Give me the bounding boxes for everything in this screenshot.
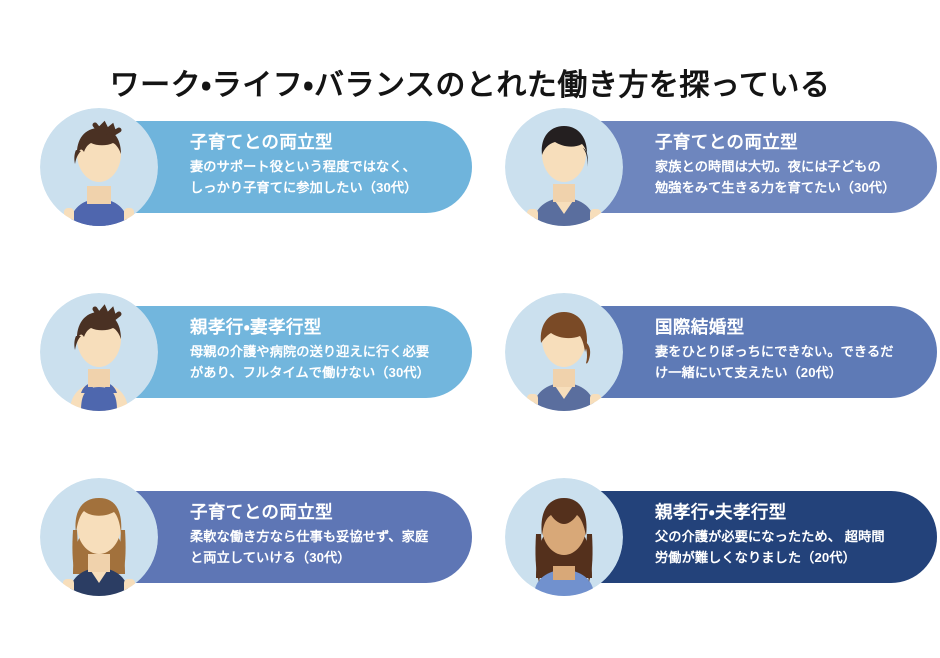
card-row: 子育てとの両立型 柔軟な働き方なら仕事も妥協せず、家庭 と両立していける（30代… (0, 473, 940, 658)
card-row: 親孝行・妻孝行型 母親の介護や病院の送り迎えに行く必要 があり、フルタイムで働け… (0, 288, 940, 473)
persona-title-5: 子育てとの両立型 (190, 502, 334, 522)
persona-card-5[interactable]: 子育てとの両立型 柔軟な働き方なら仕事も妥協せず、家庭 と両立していける（30代… (32, 473, 472, 596)
infographic-page: { "page": { "title": "ワーク・ライフ・バランスのとれた働き… (40, 69, 937, 596)
avatar-female-long-dark-hair (505, 478, 623, 596)
persona-body-line: があり、フルタイムで働けない（30代） (190, 365, 430, 381)
persona-card-1[interactable]: 子育てとの両立型 妻のサポート役という程度ではなく、 しっかり子育てに参加したい… (32, 103, 472, 226)
persona-body-line: け一緒にいて支えたい（20代） (655, 365, 843, 381)
persona-body-line: 妻をひとりぼっちにできない。できるだ (655, 344, 894, 360)
persona-title-1: 子育てとの両立型 (190, 132, 334, 152)
persona-body-1: 妻のサポート役という程度ではなく、 しっかり子育てに参加したい（30代） (190, 156, 454, 199)
persona-body-2: 家族との時間は大切。夜には子どもの 勉強をみて生きる力を育てたい（30代） (655, 156, 919, 199)
persona-body-line: 柔軟な働き方なら仕事も妥協せず、家庭 (190, 529, 429, 545)
persona-body-6: 父の介護が必要になったため、 超時間 労働が難しくなりました（20代） (655, 526, 919, 569)
persona-body-line: 家族との時間は大切。夜には子どもの (655, 159, 881, 175)
avatar-male-tanktop (40, 293, 158, 411)
persona-pill-2: 子育てとの両立型 家族との時間は大切。夜には子どもの 勉強をみて生きる力を育てた… (593, 121, 937, 213)
persona-body-4: 妻をひとりぼっちにできない。できるだ け一緒にいて支えたい（20代） (655, 341, 919, 384)
persona-body-line: 妻のサポート役という程度ではなく、 (190, 159, 416, 175)
persona-card-6[interactable]: 親孝行・夫孝行型 父の介護が必要になったため、 超時間 労働が難しくなりました（… (497, 473, 937, 596)
persona-title-4: 国際結婚型 (655, 317, 745, 337)
page-title: ワーク・ライフ・バランスのとれた働き方を探っている (109, 69, 831, 103)
avatar-female-long-light-hair (40, 478, 158, 596)
persona-title-2: 子育てとの両立型 (655, 132, 799, 152)
card-grid: 子育てとの両立型 妻のサポート役という程度ではなく、 しっかり子育てに参加したい… (0, 103, 940, 658)
persona-body-line: と両立していける（30代） (190, 550, 351, 566)
persona-body-line: しっかり子育てに参加したい（30代） (190, 180, 418, 196)
avatar-male-short-brown-hair (40, 108, 158, 226)
persona-body-line: 勉強をみて生きる力を育てたい（30代） (655, 180, 896, 196)
persona-title-3: 親孝行・妻孝行型 (190, 317, 322, 337)
persona-card-3[interactable]: 親孝行・妻孝行型 母親の介護や病院の送り迎えに行く必要 があり、フルタイムで働け… (32, 288, 472, 411)
persona-card-2[interactable]: 子育てとの両立型 家族との時間は大切。夜には子どもの 勉強をみて生きる力を育てた… (497, 103, 937, 226)
card-row: 子育てとの両立型 妻のサポート役という程度ではなく、 しっかり子育てに参加したい… (0, 103, 940, 288)
persona-pill-1: 子育てとの両立型 妻のサポート役という程度ではなく、 しっかり子育てに参加したい… (128, 121, 472, 213)
persona-pill-5: 子育てとの両立型 柔軟な働き方なら仕事も妥協せず、家庭 と両立していける（30代… (128, 491, 472, 583)
persona-body-5: 柔軟な働き方なら仕事も妥協せず、家庭 と両立していける（30代） (190, 526, 454, 569)
persona-pill-4: 国際結婚型 妻をひとりぼっちにできない。できるだ け一緒にいて支えたい（20代） (593, 306, 937, 398)
persona-pill-3: 親孝行・妻孝行型 母親の介護や病院の送り迎えに行く必要 があり、フルタイムで働け… (128, 306, 472, 398)
persona-pill-6: 親孝行・夫孝行型 父の介護が必要になったため、 超時間 労働が難しくなりました（… (593, 491, 937, 583)
persona-body-line: 母親の介護や病院の送り迎えに行く必要 (190, 344, 430, 360)
avatar-male-brown-swept-hair (505, 293, 623, 411)
persona-body-line: 労働が難しくなりました（20代） (655, 550, 856, 566)
avatar-male-black-hair (505, 108, 623, 226)
persona-card-4[interactable]: 国際結婚型 妻をひとりぼっちにできない。できるだ け一緒にいて支えたい（20代） (497, 288, 937, 411)
persona-body-3: 母親の介護や病院の送り迎えに行く必要 があり、フルタイムで働けない（30代） (190, 341, 454, 384)
persona-body-line: 父の介護が必要になったため、 超時間 (655, 529, 885, 545)
persona-title-6: 親孝行・夫孝行型 (655, 502, 787, 522)
